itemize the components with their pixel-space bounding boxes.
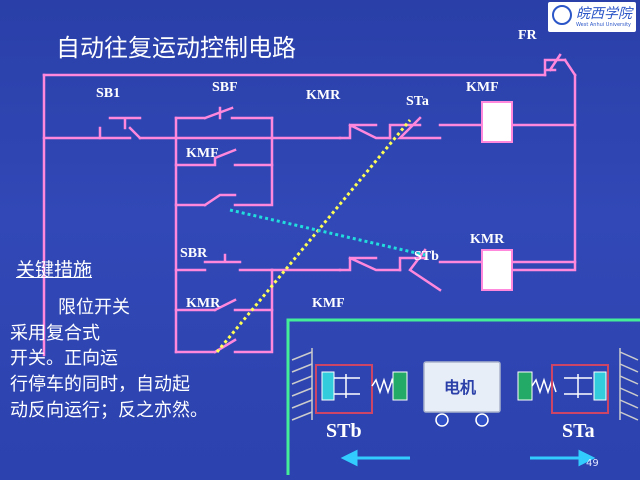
left-arrow: [340, 449, 410, 467]
key-measure-line: 限位开关: [58, 297, 130, 318]
yellow-linkage-line: [215, 119, 412, 353]
sbr-label: SBR: [180, 246, 208, 261]
sta-switch-label: STa: [562, 420, 595, 442]
key-measure-line: 动反向运行；反之亦然。: [10, 400, 208, 421]
kmr-coil: [481, 249, 513, 291]
sb1-label: SB1: [96, 86, 121, 101]
logo-text-en: West Anhui University: [576, 22, 632, 28]
sbr-switch: [174, 253, 274, 272]
kmr-hold-label: KMR: [186, 296, 221, 311]
kmr-coil-label: KMR: [470, 232, 505, 247]
page-title: 自动往复运动控制电路: [56, 34, 296, 62]
key-measure-line: 采用复合式: [10, 323, 100, 344]
logo-text-cn: 皖西学院: [576, 6, 632, 22]
sta-top-switch: [388, 116, 442, 140]
key-measure-line: 开关。正向运: [10, 348, 118, 369]
fr-contact: [543, 53, 567, 77]
kmf-coil-label: KMF: [466, 80, 499, 95]
university-seal-icon: [552, 5, 572, 25]
university-logo: 皖西学院 West Anhui University: [548, 2, 636, 32]
right-rail-wire: [510, 73, 577, 272]
right-wall: [619, 348, 639, 421]
machine-panel-border: [286, 318, 640, 475]
key-measure-line: 行停车的同时，自动起: [10, 374, 190, 395]
kmf-coil: [481, 101, 513, 143]
kmr-interlock-top: [338, 123, 392, 140]
kmr-top-label: KMR: [306, 88, 341, 103]
kmf-hold-label: KMF: [186, 146, 219, 161]
right-arrow: [530, 449, 596, 467]
kmf-interlock-label: KMF: [312, 296, 345, 311]
motor-cart: [423, 361, 501, 427]
fr-label: FR: [518, 28, 537, 43]
cyan-linkage-line: [229, 208, 426, 257]
sta-limit-switch: [517, 364, 609, 414]
sb1-switch: [98, 116, 142, 140]
left-wall: [291, 348, 313, 421]
sbf-label: SBF: [212, 80, 238, 95]
kmr-hold-switch: [174, 308, 274, 354]
sbf-switch: [174, 106, 274, 120]
sta-top-label: STa: [406, 94, 429, 109]
kmf-interlock-bottom: [338, 256, 402, 272]
page-number: 49: [586, 458, 599, 469]
motor-label: 电机: [444, 378, 477, 397]
stb-limit-switch: [315, 364, 408, 414]
stb-mid-label: STb: [414, 249, 439, 264]
stb-mid-switch: [398, 248, 442, 292]
stb-switch-label: STb: [326, 420, 362, 442]
key-measure-heading: 关键措施: [16, 259, 93, 281]
